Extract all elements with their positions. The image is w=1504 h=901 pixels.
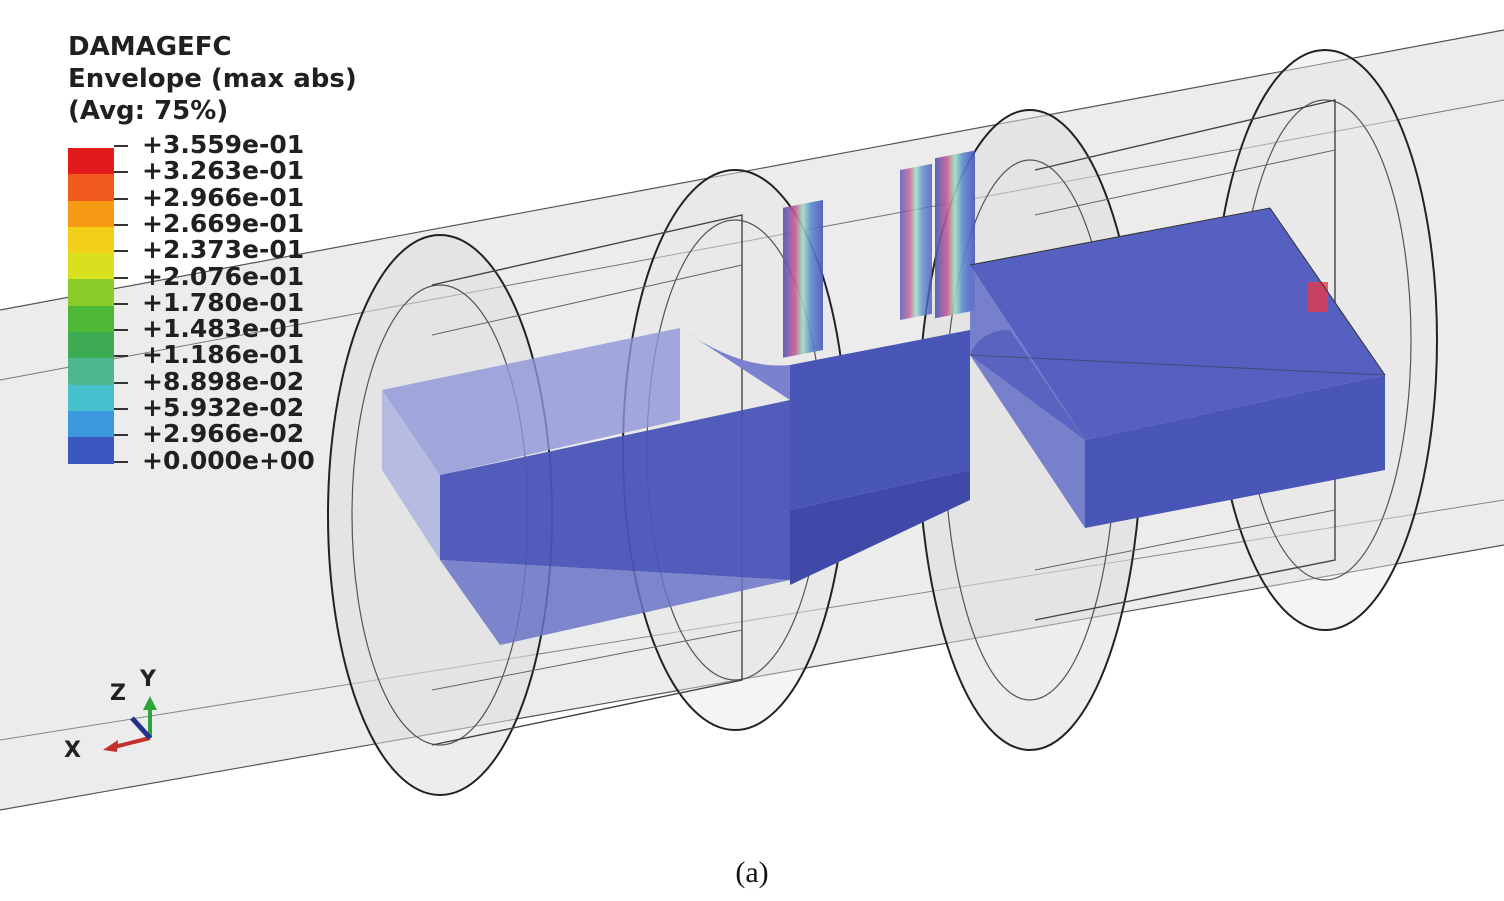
dogbone-specimen[interactable] [382, 150, 1386, 645]
legend-value: +2.076e-01 [114, 261, 305, 291]
legend-value: +8.898e-02 [114, 366, 305, 396]
legend-tick [114, 355, 128, 358]
legend-value: +5.932e-02 [114, 395, 304, 421]
legend-value-text: +3.263e-01 [142, 156, 305, 186]
legend-value: +3.559e-01 [114, 132, 304, 158]
legend-color-bar [68, 148, 114, 464]
legend-subtitle: Envelope (max abs) [68, 64, 357, 94]
axis-x-label: X [64, 738, 81, 763]
legend-tick [114, 145, 128, 147]
legend-value: +2.966e-02 [114, 421, 304, 447]
legend-value: +1.186e-01 [114, 342, 304, 368]
axis-triad: X Y Z [64, 667, 157, 763]
legend-value: +2.966e-01 [114, 182, 305, 212]
legend-swatch [68, 437, 114, 464]
legend-averaging: (Avg: 75%) [68, 96, 229, 126]
legend-value-text: +5.932e-02 [142, 393, 305, 422]
legend-swatch [68, 384, 114, 411]
legend-swatch [68, 148, 114, 175]
legend-value: +2.669e-01 [114, 208, 305, 238]
legend-value-text: +1.186e-01 [142, 340, 305, 370]
legend-value-text: +1.780e-01 [142, 287, 305, 317]
legend-tick [114, 223, 128, 226]
legend-title: DAMAGEFC [68, 32, 232, 62]
legend-tick [114, 276, 128, 279]
legend-value-text: +0.000e+00 [142, 445, 315, 475]
axis-y-label: Y [139, 667, 157, 692]
legend-swatch [68, 279, 114, 306]
legend-value-text: +2.966e-01 [142, 182, 305, 212]
legend-tick [114, 171, 128, 174]
legend-value: +0.000e+00 [114, 445, 315, 475]
legend-value: +1.780e-01 [114, 287, 305, 317]
legend-tick [114, 434, 128, 437]
legend-swatch [68, 200, 114, 227]
legend-value-text: +3.559e-01 [142, 130, 305, 159]
legend-swatch [68, 410, 114, 438]
legend-value-text: +2.076e-01 [142, 261, 305, 291]
legend-value: +3.263e-01 [114, 158, 304, 184]
figure-caption: (a) [735, 856, 769, 889]
legend-swatch [68, 332, 114, 359]
legend-tick [114, 408, 128, 410]
legend-swatch [68, 253, 114, 280]
legend-swatch [68, 305, 114, 333]
legend-tick [114, 302, 128, 305]
legend-value-text: +8.898e-02 [142, 366, 305, 396]
axis-z-label: Z [110, 681, 126, 706]
contour-legend: DAMAGEFC Envelope (max abs) (Avg: 75%) +… [68, 32, 428, 482]
legend-value-text: +2.669e-01 [142, 208, 305, 238]
legend-value-text: +2.373e-01 [142, 235, 305, 265]
legend-tick [114, 197, 128, 200]
legend-tick [114, 329, 128, 332]
legend-tick [114, 250, 128, 253]
legend-value: +1.483e-01 [114, 316, 304, 342]
legend-swatch [68, 358, 114, 385]
legend-swatch [68, 174, 114, 201]
legend-value-text: +2.966e-02 [142, 419, 305, 449]
legend-tick [114, 460, 128, 463]
legend-value-text: +1.483e-01 [142, 314, 305, 344]
legend-value: +2.373e-01 [114, 237, 304, 263]
legend-swatch [68, 226, 114, 254]
legend-tick [114, 381, 128, 384]
